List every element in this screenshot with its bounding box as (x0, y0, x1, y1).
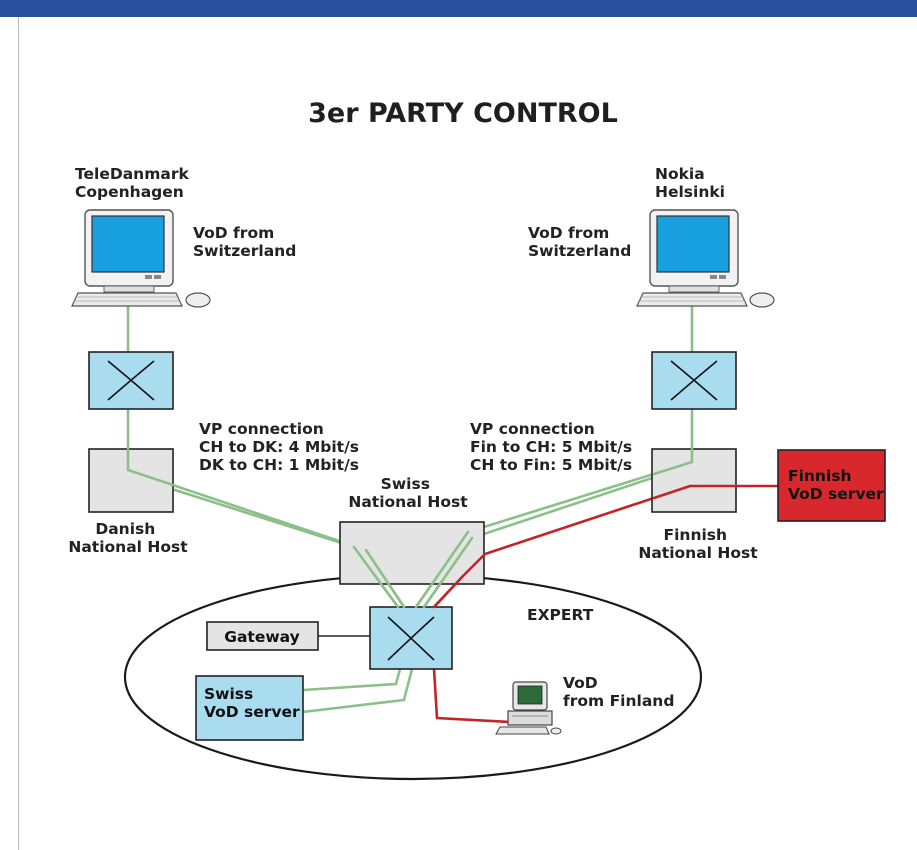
fin-site-label: Nokia Helsinki (655, 165, 725, 201)
gateway-label: Gateway (224, 628, 300, 646)
left-rule (18, 17, 19, 850)
pc-icon (636, 209, 775, 308)
host-overlay-links (126, 447, 738, 609)
fin-vod-label: VoD from Switzerland (528, 224, 631, 260)
vod-finland-label: VoD from Finland (563, 674, 674, 710)
swiss-host-label: Swiss National Host (348, 475, 468, 511)
swiss-vod-server-label: Swiss VoD server (204, 685, 300, 721)
vp-fin-label: VP connection Fin to CH: 5 Mbit/s CH to … (470, 420, 637, 474)
vp-dk-label: VP connection CH to DK: 4 Mbit/s DK to C… (199, 420, 364, 474)
danish-host-label: Danish National Host (68, 520, 188, 556)
finnish-vod-server-label: Finnish VoD server (788, 467, 884, 503)
link-swiss-server-a (301, 667, 402, 692)
dk-site-label: TeleDanmark Copenhagen (75, 165, 194, 201)
finnish-host-label: Finnish National Host (638, 526, 758, 562)
expert-label: EXPERT (527, 606, 594, 624)
switch-icon (88, 351, 174, 410)
diagram-title: 3er PARTY CONTROL (308, 98, 618, 129)
switch-icon (369, 606, 453, 670)
workstation-icon (495, 681, 562, 735)
link-swiss-server-b (301, 667, 414, 714)
dk-vod-label: VoD from Switzerland (193, 224, 296, 260)
red-links (432, 484, 780, 724)
top-bar (0, 0, 917, 17)
finnish-vod-server-box (777, 449, 886, 522)
link-expert-to-vod-finland (432, 667, 512, 724)
pc-icon (71, 209, 211, 308)
switch-icon (651, 351, 737, 410)
gateway-box (206, 621, 319, 651)
swiss-vod-server-box (195, 675, 304, 741)
finnish-host-box (651, 448, 737, 513)
